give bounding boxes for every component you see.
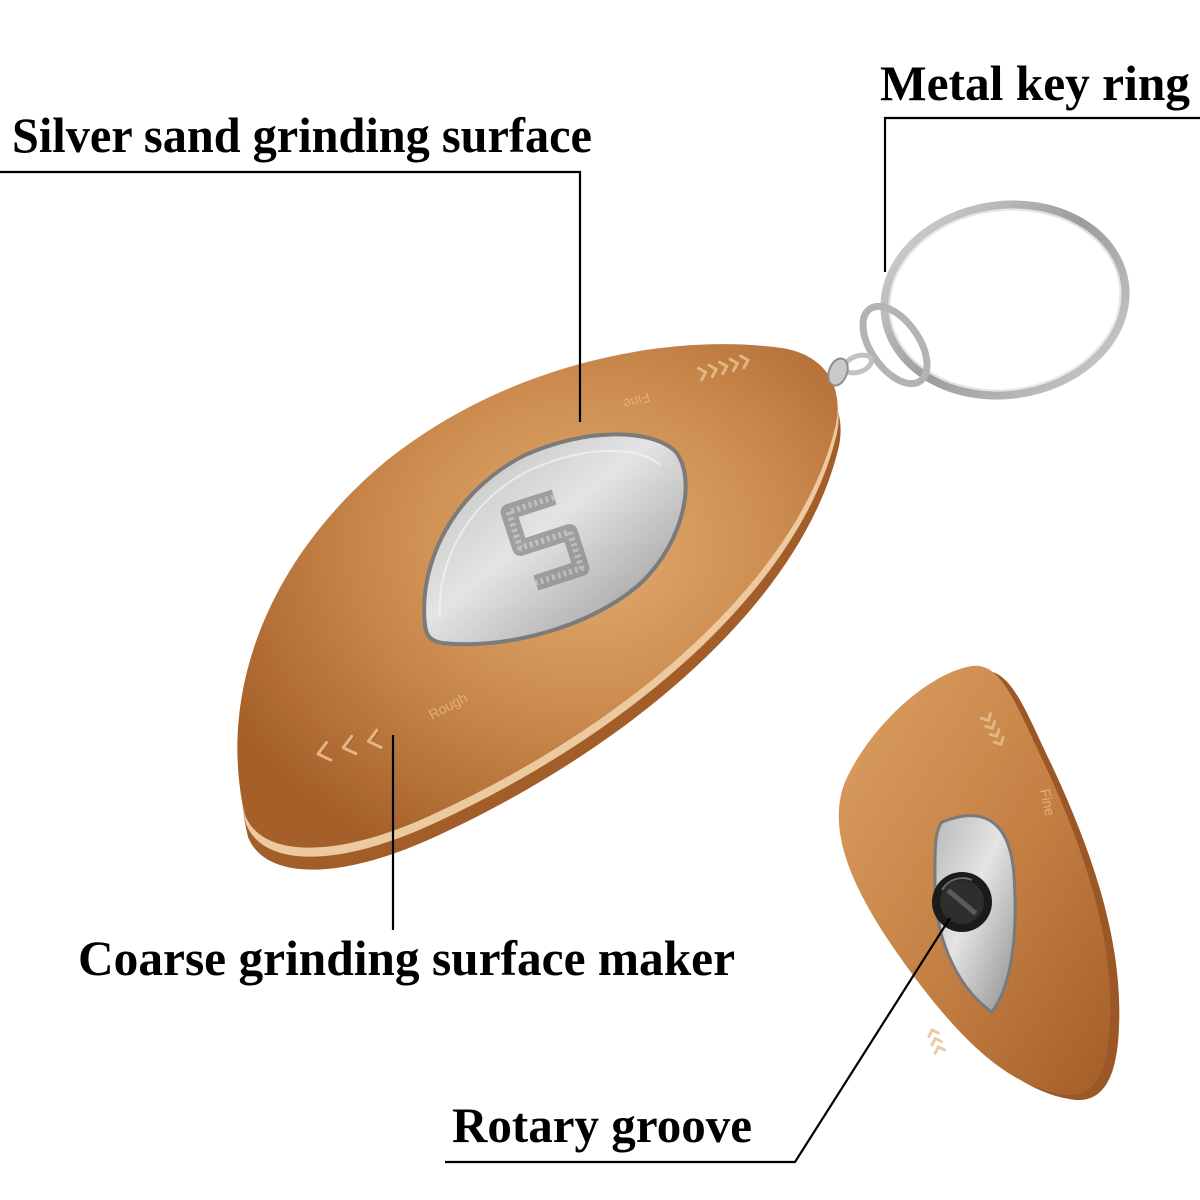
main-coarse-chevrons-icon: [316, 728, 385, 763]
brand-logo-icon: [500, 489, 590, 591]
small-fine-chevrons-icon: [980, 712, 1005, 746]
leader-key-ring: [883, 116, 1200, 272]
small-fine-marking: Fine: [1037, 787, 1058, 817]
main-tip-attachment: [827, 357, 849, 387]
key-ring-highlight: [888, 208, 1122, 392]
rotary-groove-knob-icon: [932, 872, 992, 932]
metal-key-ring: [842, 200, 1130, 400]
small-coarse-chevrons-icon: [927, 1028, 947, 1055]
rotary-view-sharpener: Fine: [838, 665, 1120, 1101]
label-silver-sand-grinding-surface: Silver sand grinding surface: [12, 107, 592, 163]
leader-rotary-groove: [445, 917, 951, 1164]
label-coarse-grinding-surface-maker: Coarse grinding surface maker: [78, 930, 735, 986]
silver-window-inner-bevel: [438, 450, 661, 619]
key-ring-small-link: [859, 302, 931, 388]
key-ring-outer: [880, 200, 1130, 400]
main-sharpener: Fine Rough: [237, 344, 849, 870]
main-fine-chevrons-icon: [696, 354, 750, 382]
leader-silver-sand: [0, 170, 582, 422]
label-metal-key-ring: Metal key ring: [880, 55, 1190, 111]
label-rotary-groove: Rotary groove: [452, 1097, 752, 1153]
